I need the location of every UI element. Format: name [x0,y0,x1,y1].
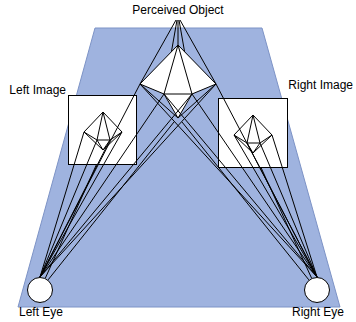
image-label: Left Image [9,83,66,97]
perceived-object: Perceived Object [128,2,228,122]
sight-line [182,122,309,280]
eye-label: Left Eye [19,305,63,319]
image-frame: Right Image [218,98,288,168]
sight-line [45,165,96,278]
perceived-pyramid [140,45,216,118]
image-frame: Left Image [68,95,137,165]
view-region [18,28,340,307]
sight-line [48,122,174,280]
eye-circle: Right Eye [304,277,330,303]
object-label: Perceived Object [132,3,223,17]
image-label: Right Image [288,78,353,92]
eye-circle: Left Eye [27,277,53,303]
sight-line [261,168,311,278]
eye-label: Right Eye [292,305,344,319]
sight-lines [40,84,317,277]
image-pyramids [84,112,272,153]
